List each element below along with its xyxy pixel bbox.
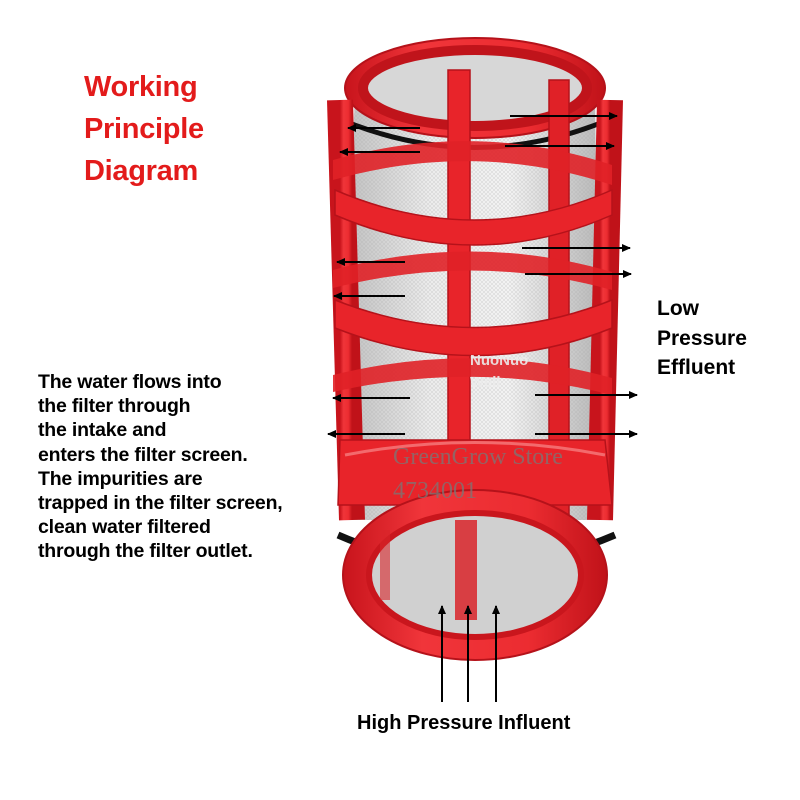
description-line: The water flows into (38, 371, 222, 393)
brand-watermark-line: NuoNuo (470, 352, 529, 369)
code-watermark: 4734001 (393, 478, 477, 504)
description-line: The impurities are (38, 467, 203, 490)
low-pressure-line: Effluent (657, 356, 736, 379)
outflow-arrows (327, 112, 638, 438)
low-pressure-line: Low (657, 297, 699, 320)
title-line: Working (84, 71, 198, 103)
store-watermark: GreenGrow Store (393, 444, 563, 470)
title-line: Principle (84, 113, 204, 145)
low-pressure-effluent-label: Low Pressure Effluent (657, 294, 747, 383)
description-text: The water flows into the filter through … (38, 370, 283, 564)
high-pressure-influent-label: High Pressure Influent (357, 712, 571, 734)
description-line: enters the filter screen. (38, 443, 248, 466)
description-line: the filter through (38, 395, 191, 418)
filter-cartridge (327, 37, 623, 661)
diagram-title: Working Principle Diagram (84, 66, 204, 192)
brand-watermark-line: Well (470, 374, 501, 391)
title-line: Diagram (84, 155, 198, 187)
inflow-arrows (438, 605, 500, 702)
description-line: the intake and (38, 419, 167, 442)
description-line: clean water filtered (38, 516, 211, 539)
description-line: through the filter outlet. (38, 540, 253, 563)
description-line: trapped in the filter screen, (38, 492, 283, 515)
low-pressure-line: Pressure (657, 326, 747, 350)
brand-watermark: NuoNuo Well (470, 350, 528, 394)
